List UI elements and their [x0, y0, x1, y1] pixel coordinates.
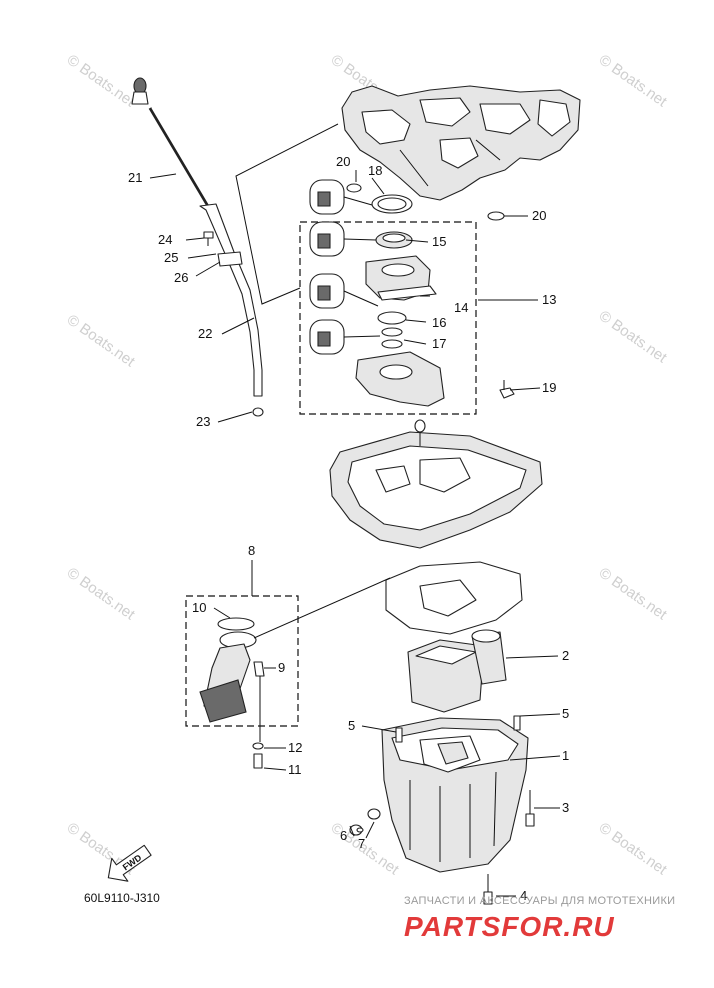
diagram-code: 60L9110-J310 [84, 891, 160, 905]
callout-1: 1 [562, 748, 569, 763]
callout-15: 15 [432, 234, 446, 249]
callout-11: 11 [288, 762, 302, 777]
engine-block [341, 85, 581, 201]
watermark: © Boats.net [596, 307, 671, 366]
dipstick-assembly [131, 77, 264, 417]
callout-12: 12 [288, 740, 302, 755]
callout-10: 10 [192, 600, 206, 615]
callout-2: 2 [562, 648, 569, 663]
callout-14: 14 [454, 300, 468, 315]
brand-footer: ЗАПЧАСТИ И АКСЕССУАРЫ ДЛЯ МОТОТЕХНИКИ PA… [404, 895, 675, 942]
callout-9: 9 [278, 660, 285, 675]
oil-strainer [199, 617, 265, 769]
watermark: © Boats.net [596, 819, 671, 878]
brand-subtitle: ЗАПЧАСТИ И АКСЕССУАРЫ ДЛЯ МОТОТЕХНИКИ [404, 895, 675, 907]
callout-5: 5 [562, 706, 569, 721]
watermark: © Boats.net [596, 564, 671, 623]
watermark: © Boats.net [64, 564, 139, 623]
assembly-13-box [299, 221, 477, 415]
detail-insets [309, 179, 381, 355]
watermark: © Boats.net [64, 311, 139, 370]
callout-20: 20 [532, 208, 546, 223]
watermark: © Boats.net [64, 51, 139, 110]
callout-7: 7 [358, 836, 365, 851]
brand-logo: PARTSFOR.RU [404, 911, 615, 942]
callout-4: 4 [520, 888, 527, 903]
assembly-8-box [185, 595, 299, 727]
callout-13: 13 [542, 292, 556, 307]
bolts [395, 715, 535, 905]
callout-3: 3 [562, 800, 569, 815]
callout-5: 5 [348, 718, 355, 733]
callout-20: 20 [336, 154, 350, 169]
callout-8: 8 [248, 543, 255, 558]
callout-26: 26 [174, 270, 188, 285]
muffler [407, 629, 507, 713]
callout-17: 17 [432, 336, 446, 351]
seal-assembly [346, 183, 515, 407]
callout-24: 24 [158, 232, 172, 247]
callout-labels: 1 2 3 4 5 5 6 7 8 9 10 11 12 13 14 15 16… [128, 154, 569, 903]
exhaust-guide [329, 419, 543, 549]
callout-leaders [149, 170, 561, 897]
callout-16: 16 [432, 315, 446, 330]
oil-pan [349, 717, 529, 873]
watermark: © Boats.net [596, 51, 671, 110]
callout-25: 25 [164, 250, 178, 265]
callout-21: 21 [128, 170, 142, 185]
callout-19: 19 [542, 380, 556, 395]
callout-23: 23 [196, 414, 210, 429]
callout-6: 6 [340, 828, 347, 843]
fwd-arrow-icon: FWD [107, 844, 152, 882]
leader-line [235, 123, 339, 305]
callout-18: 18 [368, 163, 382, 178]
callout-22: 22 [198, 326, 212, 341]
